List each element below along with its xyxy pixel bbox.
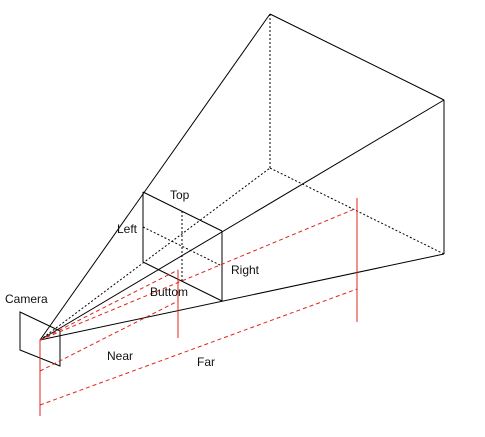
distance-markers [39, 198, 358, 416]
right-label: Right [231, 263, 260, 277]
camera-label: Camera [5, 292, 48, 306]
frustum-edges [39, 13, 445, 341]
near-label: Near [107, 349, 133, 363]
bottom-label: Buttom [150, 285, 188, 299]
near-plane [142, 191, 223, 302]
far-label: Far [197, 355, 215, 369]
left-label: Left [117, 222, 138, 236]
camera-plane [19, 311, 61, 367]
top-label: Top [170, 188, 190, 202]
